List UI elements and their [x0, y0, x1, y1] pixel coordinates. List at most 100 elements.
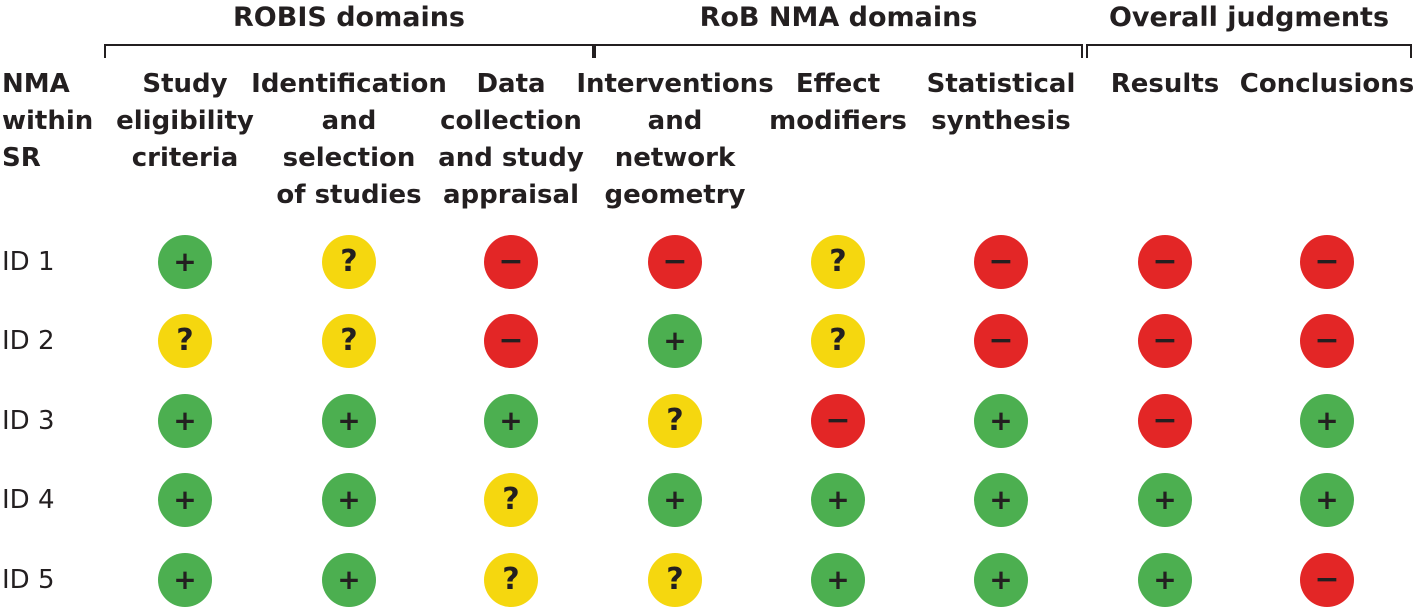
judgment-low-icon: +: [484, 394, 538, 448]
judgment-high-icon: −: [811, 394, 865, 448]
judgment-symbol: +: [1315, 483, 1339, 516]
judgment-low-icon: +: [322, 394, 376, 448]
judgment-high-icon: −: [1300, 235, 1354, 289]
judgment-symbol: −: [988, 323, 1014, 358]
judgment-high-icon: −: [648, 235, 702, 289]
judgment-unclear-icon: ?: [811, 235, 865, 289]
judgment-symbol: +: [826, 483, 850, 516]
group-title: ROBIS domains: [233, 2, 465, 33]
judgment-symbol: +: [173, 245, 197, 278]
judgment-symbol: −: [498, 323, 524, 358]
judgment-low-icon: +: [1138, 553, 1192, 607]
judgment-symbol: +: [499, 404, 523, 437]
judgment-low-icon: +: [322, 553, 376, 607]
judgment-high-icon: −: [974, 314, 1028, 368]
judgment-symbol: +: [989, 563, 1013, 596]
judgment-high-icon: −: [1300, 314, 1354, 368]
judgment-symbol: −: [1314, 323, 1340, 358]
row-label: ID 3: [2, 406, 55, 436]
judgment-low-icon: +: [322, 473, 376, 527]
judgment-symbol: +: [337, 404, 361, 437]
judgment-low-icon: +: [1300, 473, 1354, 527]
judgment-symbol: +: [826, 563, 850, 596]
judgment-symbol: −: [988, 244, 1014, 279]
judgment-symbol: ?: [340, 323, 358, 358]
judgment-low-icon: +: [974, 553, 1028, 607]
judgment-low-icon: +: [811, 553, 865, 607]
judgment-low-icon: +: [1300, 394, 1354, 448]
row-label: ID 4: [2, 485, 55, 515]
judgment-unclear-icon: ?: [158, 314, 212, 368]
judgment-symbol: ?: [502, 482, 520, 517]
judgment-symbol: +: [173, 404, 197, 437]
column-header: Study eligibility criteria: [116, 69, 254, 173]
judgment-unclear-icon: ?: [484, 553, 538, 607]
judgment-high-icon: −: [1138, 394, 1192, 448]
judgment-symbol: −: [662, 244, 688, 279]
judgment-high-icon: −: [1138, 235, 1192, 289]
judgment-low-icon: +: [648, 473, 702, 527]
judgment-high-icon: −: [1138, 314, 1192, 368]
judgment-unclear-icon: ?: [648, 394, 702, 448]
judgment-symbol: ?: [829, 244, 847, 279]
judgment-symbol: ?: [666, 562, 684, 597]
judgment-symbol: +: [1153, 563, 1177, 596]
column-header: Results: [1110, 69, 1220, 99]
group-title: Overall judgments: [1108, 2, 1390, 33]
judgment-symbol: +: [337, 563, 361, 596]
judgment-symbol: +: [173, 563, 197, 596]
group-bracket: [1086, 44, 1412, 58]
judgment-symbol: +: [663, 324, 687, 357]
judgment-unclear-icon: ?: [811, 314, 865, 368]
judgment-symbol: −: [1152, 323, 1178, 358]
judgment-symbol: −: [498, 244, 524, 279]
group-title: RoB NMA domains: [699, 2, 978, 33]
judgment-symbol: ?: [666, 403, 684, 438]
judgment-symbol: −: [1314, 244, 1340, 279]
judgment-high-icon: −: [484, 314, 538, 368]
judgment-symbol: +: [663, 483, 687, 516]
group-bracket: [104, 44, 594, 58]
judgment-symbol: −: [1152, 403, 1178, 438]
judgment-low-icon: +: [1138, 473, 1192, 527]
column-header: Interventions and network geometry: [576, 69, 774, 210]
judgment-high-icon: −: [974, 235, 1028, 289]
column-header: Statistical synthesis: [926, 69, 1076, 136]
judgment-symbol: −: [1152, 244, 1178, 279]
judgment-symbol: ?: [176, 323, 194, 358]
judgment-symbol: ?: [829, 323, 847, 358]
column-header: Identification and selection of studies: [251, 69, 447, 210]
column-header: Data collection and study appraisal: [438, 69, 584, 210]
row-label: ID 1: [2, 247, 55, 277]
judgment-low-icon: +: [648, 314, 702, 368]
judgment-low-icon: +: [158, 235, 212, 289]
judgment-symbol: +: [173, 483, 197, 516]
group-bracket: [594, 44, 1083, 58]
judgment-symbol: ?: [502, 562, 520, 597]
judgment-unclear-icon: ?: [484, 473, 538, 527]
judgment-symbol: +: [989, 404, 1013, 437]
judgment-symbol: +: [1315, 404, 1339, 437]
judgment-symbol: −: [825, 403, 851, 438]
judgment-symbol: −: [1314, 562, 1340, 597]
column-header: Conclusions: [1239, 69, 1415, 99]
column-header: Effect modifiers: [769, 69, 907, 136]
judgment-low-icon: +: [158, 553, 212, 607]
judgment-symbol: +: [1153, 483, 1177, 516]
judgment-low-icon: +: [158, 394, 212, 448]
judgment-high-icon: −: [1300, 553, 1354, 607]
judgment-symbol: +: [989, 483, 1013, 516]
judgment-unclear-icon: ?: [648, 553, 702, 607]
judgment-symbol: +: [337, 483, 361, 516]
row-header-title: NMA within SR: [2, 69, 94, 173]
row-label: ID 2: [2, 326, 55, 356]
judgment-symbol: ?: [340, 244, 358, 279]
judgment-low-icon: +: [158, 473, 212, 527]
judgment-low-icon: +: [811, 473, 865, 527]
judgment-unclear-icon: ?: [322, 314, 376, 368]
judgment-low-icon: +: [974, 473, 1028, 527]
row-label: ID 5: [2, 565, 55, 595]
judgment-high-icon: −: [484, 235, 538, 289]
judgment-low-icon: +: [974, 394, 1028, 448]
